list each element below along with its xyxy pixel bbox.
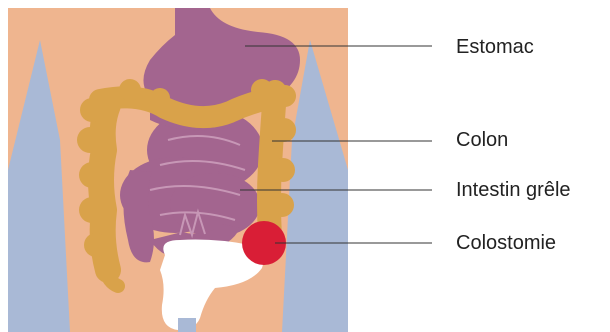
label-colostomy: Colostomie — [456, 233, 556, 253]
rectum-base — [178, 318, 196, 332]
label-stomach: Estomac — [456, 37, 534, 57]
label-colon: Colon — [456, 130, 508, 150]
label-small-intestine: Intestin grêle — [456, 180, 571, 200]
